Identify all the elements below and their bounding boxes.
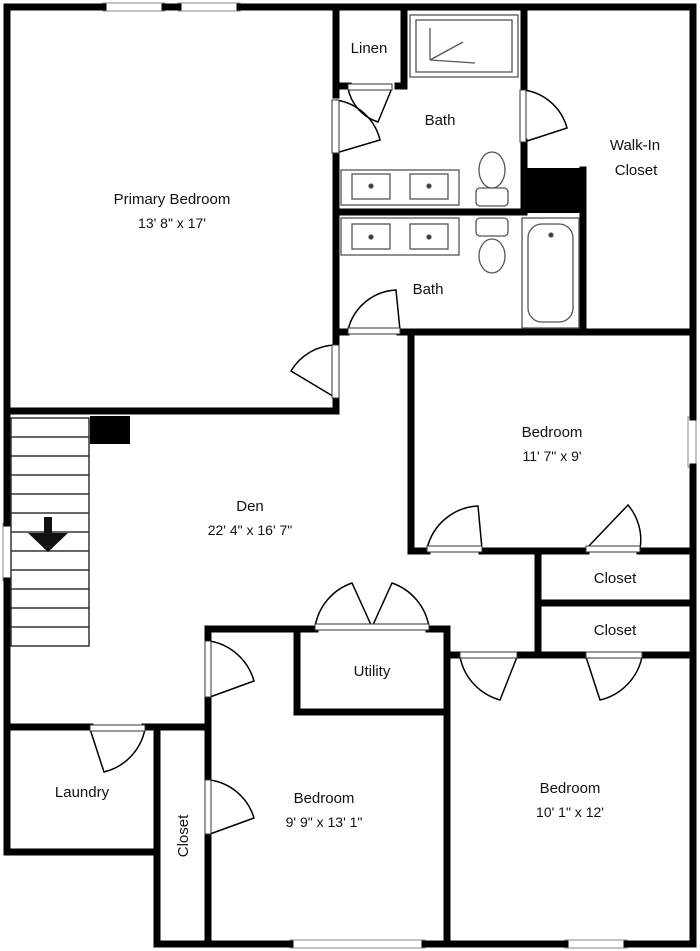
room-closet-2-name: Closet xyxy=(594,622,637,639)
room-walk-in-closet-line2: Closet xyxy=(615,162,658,179)
room-den-size: 22' 4" x 16' 7" xyxy=(208,522,293,538)
room-primary-bedroom-size: 13' 8" x 17' xyxy=(138,215,206,231)
structure-block xyxy=(527,168,584,213)
room-primary-bedroom-name: Primary Bedroom xyxy=(114,191,231,208)
toilet-upper xyxy=(478,151,506,189)
bath-fixtures xyxy=(340,14,580,329)
toilet-lower xyxy=(478,238,506,274)
walls xyxy=(3,3,697,948)
room-bedroom-center-size: 9' 9" x 13' 1" xyxy=(286,814,363,830)
room-bedroom-southeast-name: Bedroom xyxy=(540,780,601,797)
window xyxy=(289,939,426,949)
room-closet-vertical-name: Closet xyxy=(175,814,192,857)
room-bedroom-center-name: Bedroom xyxy=(294,790,355,807)
window xyxy=(177,2,241,12)
room-walk-in-closet-line1: Walk-In xyxy=(610,137,660,154)
window xyxy=(2,522,12,582)
room-bedroom-southeast-size: 10' 1" x 12' xyxy=(536,804,604,820)
room-bedroom-east-size: 11' 7" x 9' xyxy=(522,448,581,464)
wall-primary-bottom xyxy=(3,394,340,415)
room-closet-1-name: Closet xyxy=(594,570,637,587)
room-bedroom-east-name: Bedroom xyxy=(522,424,583,441)
window xyxy=(564,939,628,949)
room-den-name: Den xyxy=(236,498,264,515)
wall-utility-box xyxy=(293,625,451,716)
wall-bedroom-east xyxy=(407,328,697,555)
room-laundry-name: Laundry xyxy=(55,784,110,801)
down-arrow-icon xyxy=(28,517,68,552)
room-bath-upper-name: Bath xyxy=(425,112,456,129)
door-leaves xyxy=(89,83,643,835)
window xyxy=(102,2,166,12)
room-bath-lower-name: Bath xyxy=(413,281,444,298)
room-utility-name: Utility xyxy=(354,663,391,680)
structure-block xyxy=(90,416,130,444)
room-linen-name: Linen xyxy=(351,40,388,57)
window xyxy=(687,416,697,468)
